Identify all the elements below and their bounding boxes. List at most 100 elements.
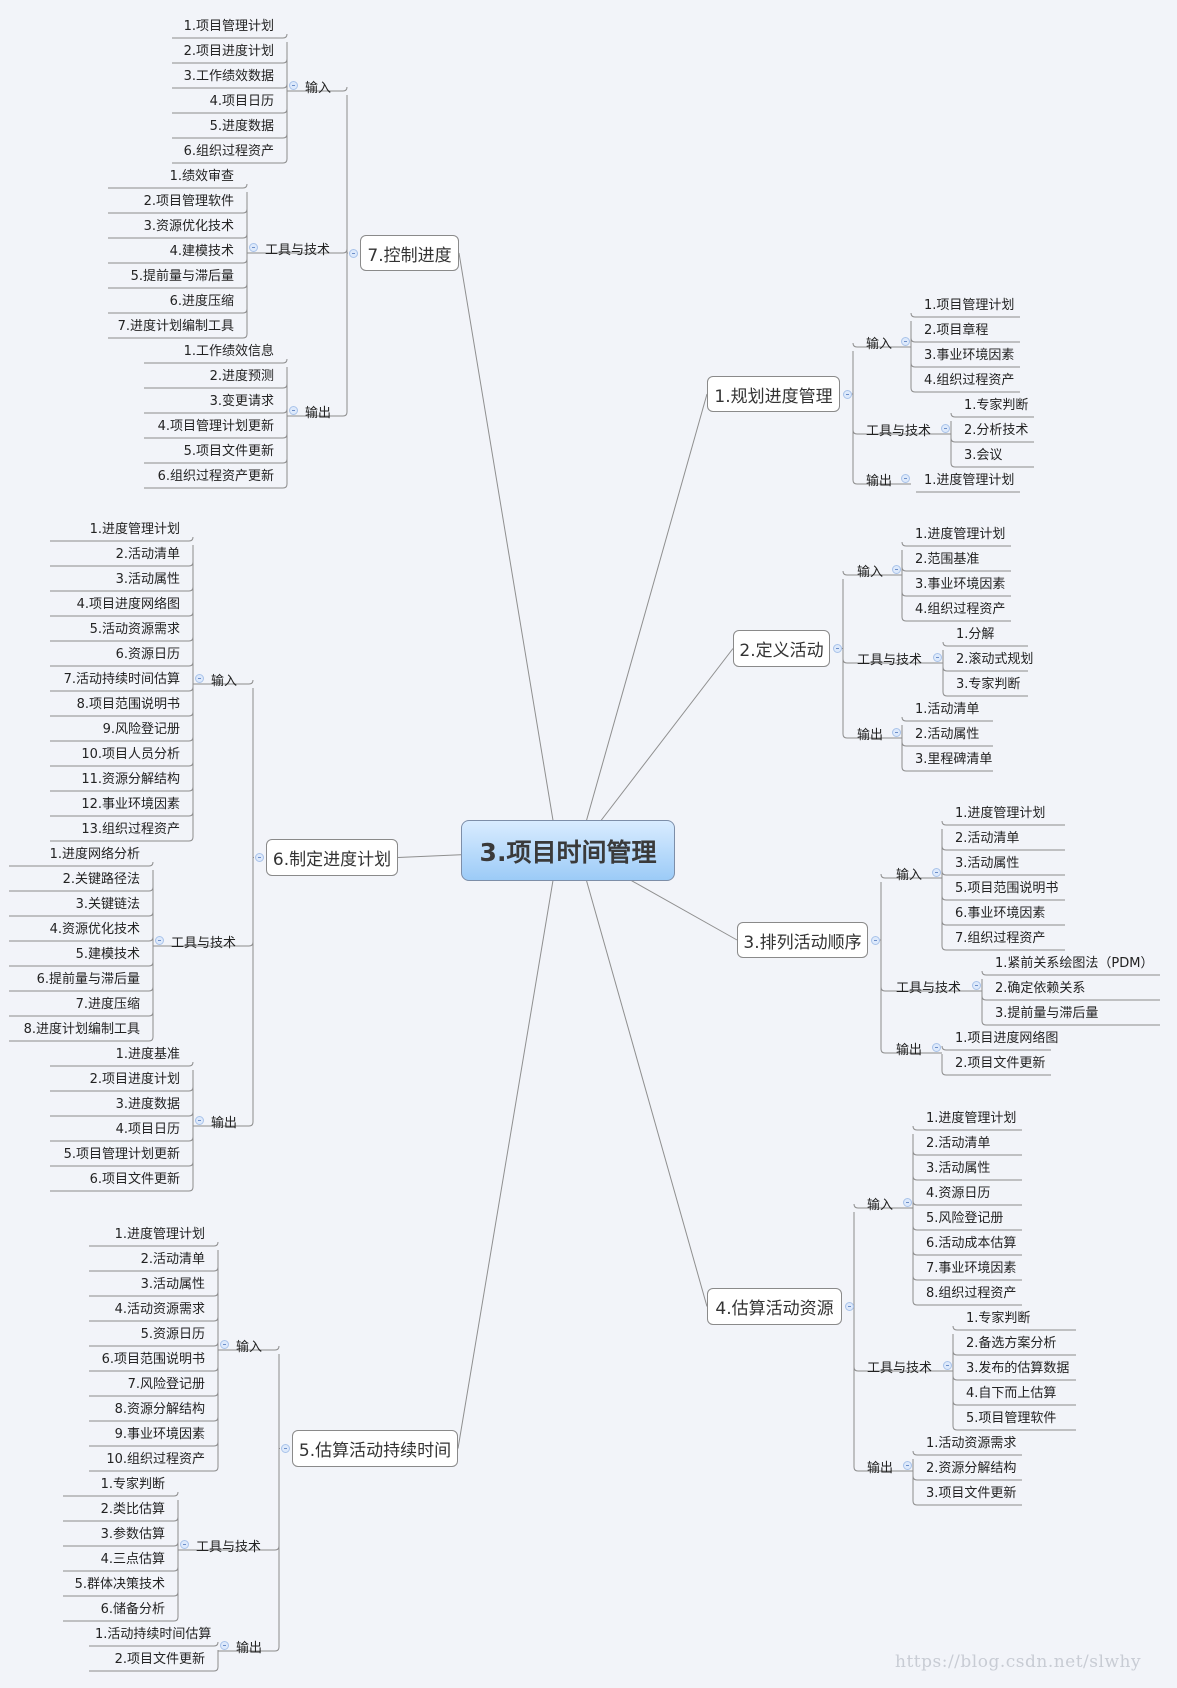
leaf-item[interactable]: 8.资源分解结构 bbox=[114, 1402, 205, 1417]
group-toggle-icon[interactable] bbox=[932, 652, 942, 662]
root-node[interactable]: 3.项目时间管理 bbox=[461, 820, 675, 881]
leaf-item[interactable]: 1.进度管理计划 bbox=[924, 473, 1015, 488]
leaf-item[interactable]: 13.组织过程资产 bbox=[81, 822, 180, 837]
group-toggle-icon[interactable] bbox=[154, 935, 164, 945]
leaf-item[interactable]: 5.提前量与滞后量 bbox=[130, 269, 234, 284]
leaf-item[interactable]: 1.活动资源需求 bbox=[926, 1436, 1017, 1451]
group-toggle-icon[interactable] bbox=[931, 1042, 941, 1052]
leaf-item[interactable]: 4.三点估算 bbox=[100, 1552, 165, 1567]
leaf-item[interactable]: 7.风险登记册 bbox=[127, 1377, 205, 1392]
leaf-item[interactable]: 2.活动清单 bbox=[115, 547, 180, 562]
leaf-item[interactable]: 8.进度计划编制工具 bbox=[23, 1022, 140, 1037]
leaf-item[interactable]: 7.进度压缩 bbox=[75, 997, 140, 1012]
group-toggle-icon[interactable] bbox=[179, 1539, 189, 1549]
leaf-item[interactable]: 2.项目进度计划 bbox=[89, 1072, 180, 1087]
leaf-item[interactable]: 6.储备分析 bbox=[100, 1602, 165, 1617]
leaf-item[interactable]: 3.事业环境因素 bbox=[915, 577, 1006, 592]
leaf-item[interactable]: 2.分析技术 bbox=[964, 423, 1029, 438]
group-toggle-icon[interactable] bbox=[940, 423, 950, 433]
leaf-item[interactable]: 2.活动清单 bbox=[955, 831, 1020, 846]
leaf-item[interactable]: 1.专家判断 bbox=[100, 1477, 165, 1492]
branch-node-control-schedule[interactable]: 7.控制进度 bbox=[360, 235, 459, 271]
leaf-item[interactable]: 4.建模技术 bbox=[169, 244, 234, 259]
leaf-item[interactable]: 3.项目文件更新 bbox=[926, 1486, 1017, 1501]
leaf-item[interactable]: 3.发布的估算数据 bbox=[966, 1361, 1070, 1376]
group-toggle-icon[interactable] bbox=[891, 564, 901, 574]
leaf-item[interactable]: 1.项目管理计划 bbox=[183, 19, 274, 34]
group-toggle-icon[interactable] bbox=[931, 867, 941, 877]
branch-node-sequence-activities[interactable]: 3.排列活动顺序 bbox=[737, 922, 868, 958]
leaf-item[interactable]: 9.事业环境因素 bbox=[114, 1427, 205, 1442]
branch-toggle-icon[interactable] bbox=[832, 644, 842, 653]
leaf-item[interactable]: 2.项目文件更新 bbox=[114, 1652, 205, 1667]
branch-toggle-icon[interactable] bbox=[844, 1302, 854, 1311]
leaf-item[interactable]: 3.进度数据 bbox=[115, 1097, 180, 1112]
leaf-item[interactable]: 5.风险登记册 bbox=[926, 1211, 1004, 1226]
leaf-item[interactable]: 2.项目章程 bbox=[924, 323, 989, 338]
leaf-item[interactable]: 2.范围基准 bbox=[915, 552, 980, 567]
leaf-item[interactable]: 2.资源分解结构 bbox=[926, 1461, 1017, 1476]
leaf-item[interactable]: 10.组织过程资产 bbox=[106, 1452, 205, 1467]
branch-node-develop-schedule[interactable]: 6.制定进度计划 bbox=[266, 839, 398, 876]
leaf-item[interactable]: 6.活动成本估算 bbox=[926, 1236, 1017, 1251]
leaf-item[interactable]: 5.项目范围说明书 bbox=[955, 881, 1059, 896]
leaf-item[interactable]: 6.进度压缩 bbox=[169, 294, 234, 309]
leaf-item[interactable]: 4.资源日历 bbox=[926, 1186, 991, 1201]
leaf-item[interactable]: 3.参数估算 bbox=[100, 1527, 165, 1542]
group-toggle-icon[interactable] bbox=[900, 336, 910, 346]
leaf-item[interactable]: 1.分解 bbox=[956, 627, 995, 642]
leaf-item[interactable]: 5.建模技术 bbox=[75, 947, 140, 962]
leaf-item[interactable]: 4.活动资源需求 bbox=[114, 1302, 205, 1317]
leaf-item[interactable]: 3.事业环境因素 bbox=[924, 348, 1015, 363]
leaf-item[interactable]: 2.活动属性 bbox=[915, 727, 980, 742]
leaf-item[interactable]: 2.确定依赖关系 bbox=[995, 981, 1086, 996]
leaf-item[interactable]: 1.专家判断 bbox=[964, 398, 1029, 413]
leaf-item[interactable]: 5.群体决策技术 bbox=[74, 1577, 165, 1592]
leaf-item[interactable]: 3.活动属性 bbox=[115, 572, 180, 587]
leaf-item[interactable]: 3.里程碑清单 bbox=[915, 752, 993, 767]
group-toggle-icon[interactable] bbox=[902, 1197, 912, 1207]
leaf-item[interactable]: 2.滚动式规划 bbox=[956, 652, 1034, 667]
leaf-item[interactable]: 7.组织过程资产 bbox=[955, 931, 1046, 946]
leaf-item[interactable]: 9.风险登记册 bbox=[102, 722, 180, 737]
leaf-item[interactable]: 2.类比估算 bbox=[100, 1502, 165, 1517]
leaf-item[interactable]: 6.组织过程资产更新 bbox=[157, 469, 274, 484]
leaf-item[interactable]: 6.事业环境因素 bbox=[955, 906, 1046, 921]
leaf-item[interactable]: 7.事业环境因素 bbox=[926, 1261, 1017, 1276]
leaf-item[interactable]: 3.专家判断 bbox=[956, 677, 1021, 692]
leaf-item[interactable]: 5.资源日历 bbox=[140, 1327, 205, 1342]
leaf-item[interactable]: 5.进度数据 bbox=[209, 119, 274, 134]
leaf-item[interactable]: 2.进度预测 bbox=[209, 369, 274, 384]
leaf-item[interactable]: 1.活动清单 bbox=[915, 702, 980, 717]
group-toggle-icon[interactable] bbox=[902, 1460, 912, 1470]
leaf-item[interactable]: 1.进度管理计划 bbox=[89, 522, 180, 537]
group-toggle-icon[interactable] bbox=[194, 1115, 204, 1125]
leaf-item[interactable]: 1.进度管理计划 bbox=[915, 527, 1006, 542]
leaf-item[interactable]: 1.工作绩效信息 bbox=[183, 344, 274, 359]
leaf-item[interactable]: 1.进度网络分析 bbox=[49, 847, 140, 862]
leaf-item[interactable]: 4.自下而上估算 bbox=[966, 1386, 1057, 1401]
leaf-item[interactable]: 4.项目管理计划更新 bbox=[157, 419, 274, 434]
leaf-item[interactable]: 3.活动属性 bbox=[926, 1161, 991, 1176]
leaf-item[interactable]: 3.活动属性 bbox=[140, 1277, 205, 1292]
leaf-item[interactable]: 1.紧前关系绘图法（PDM） bbox=[995, 956, 1154, 971]
group-toggle-icon[interactable] bbox=[194, 673, 204, 683]
leaf-item[interactable]: 8.组织过程资产 bbox=[926, 1286, 1017, 1301]
leaf-item[interactable]: 1.进度管理计划 bbox=[926, 1111, 1017, 1126]
leaf-item[interactable]: 1.项目进度网络图 bbox=[955, 1031, 1059, 1046]
branch-node-estimate-resources[interactable]: 4.估算活动资源 bbox=[707, 1288, 842, 1325]
leaf-item[interactable]: 4.项目进度网络图 bbox=[76, 597, 180, 612]
leaf-item[interactable]: 1.活动持续时间估算 bbox=[95, 1627, 212, 1642]
leaf-item[interactable]: 2.项目进度计划 bbox=[183, 44, 274, 59]
leaf-item[interactable]: 4.组织过程资产 bbox=[924, 373, 1015, 388]
group-toggle-icon[interactable] bbox=[891, 727, 901, 737]
leaf-item[interactable]: 8.项目范围说明书 bbox=[76, 697, 180, 712]
leaf-item[interactable]: 3.活动属性 bbox=[955, 856, 1020, 871]
leaf-item[interactable]: 3.工作绩效数据 bbox=[183, 69, 274, 84]
leaf-item[interactable]: 1.进度基准 bbox=[115, 1047, 180, 1062]
group-toggle-icon[interactable] bbox=[248, 242, 258, 252]
group-toggle-icon[interactable] bbox=[288, 405, 298, 415]
leaf-item[interactable]: 5.项目管理计划更新 bbox=[63, 1147, 180, 1162]
leaf-item[interactable]: 2.活动清单 bbox=[926, 1136, 991, 1151]
leaf-item[interactable]: 1.进度管理计划 bbox=[114, 1227, 205, 1242]
